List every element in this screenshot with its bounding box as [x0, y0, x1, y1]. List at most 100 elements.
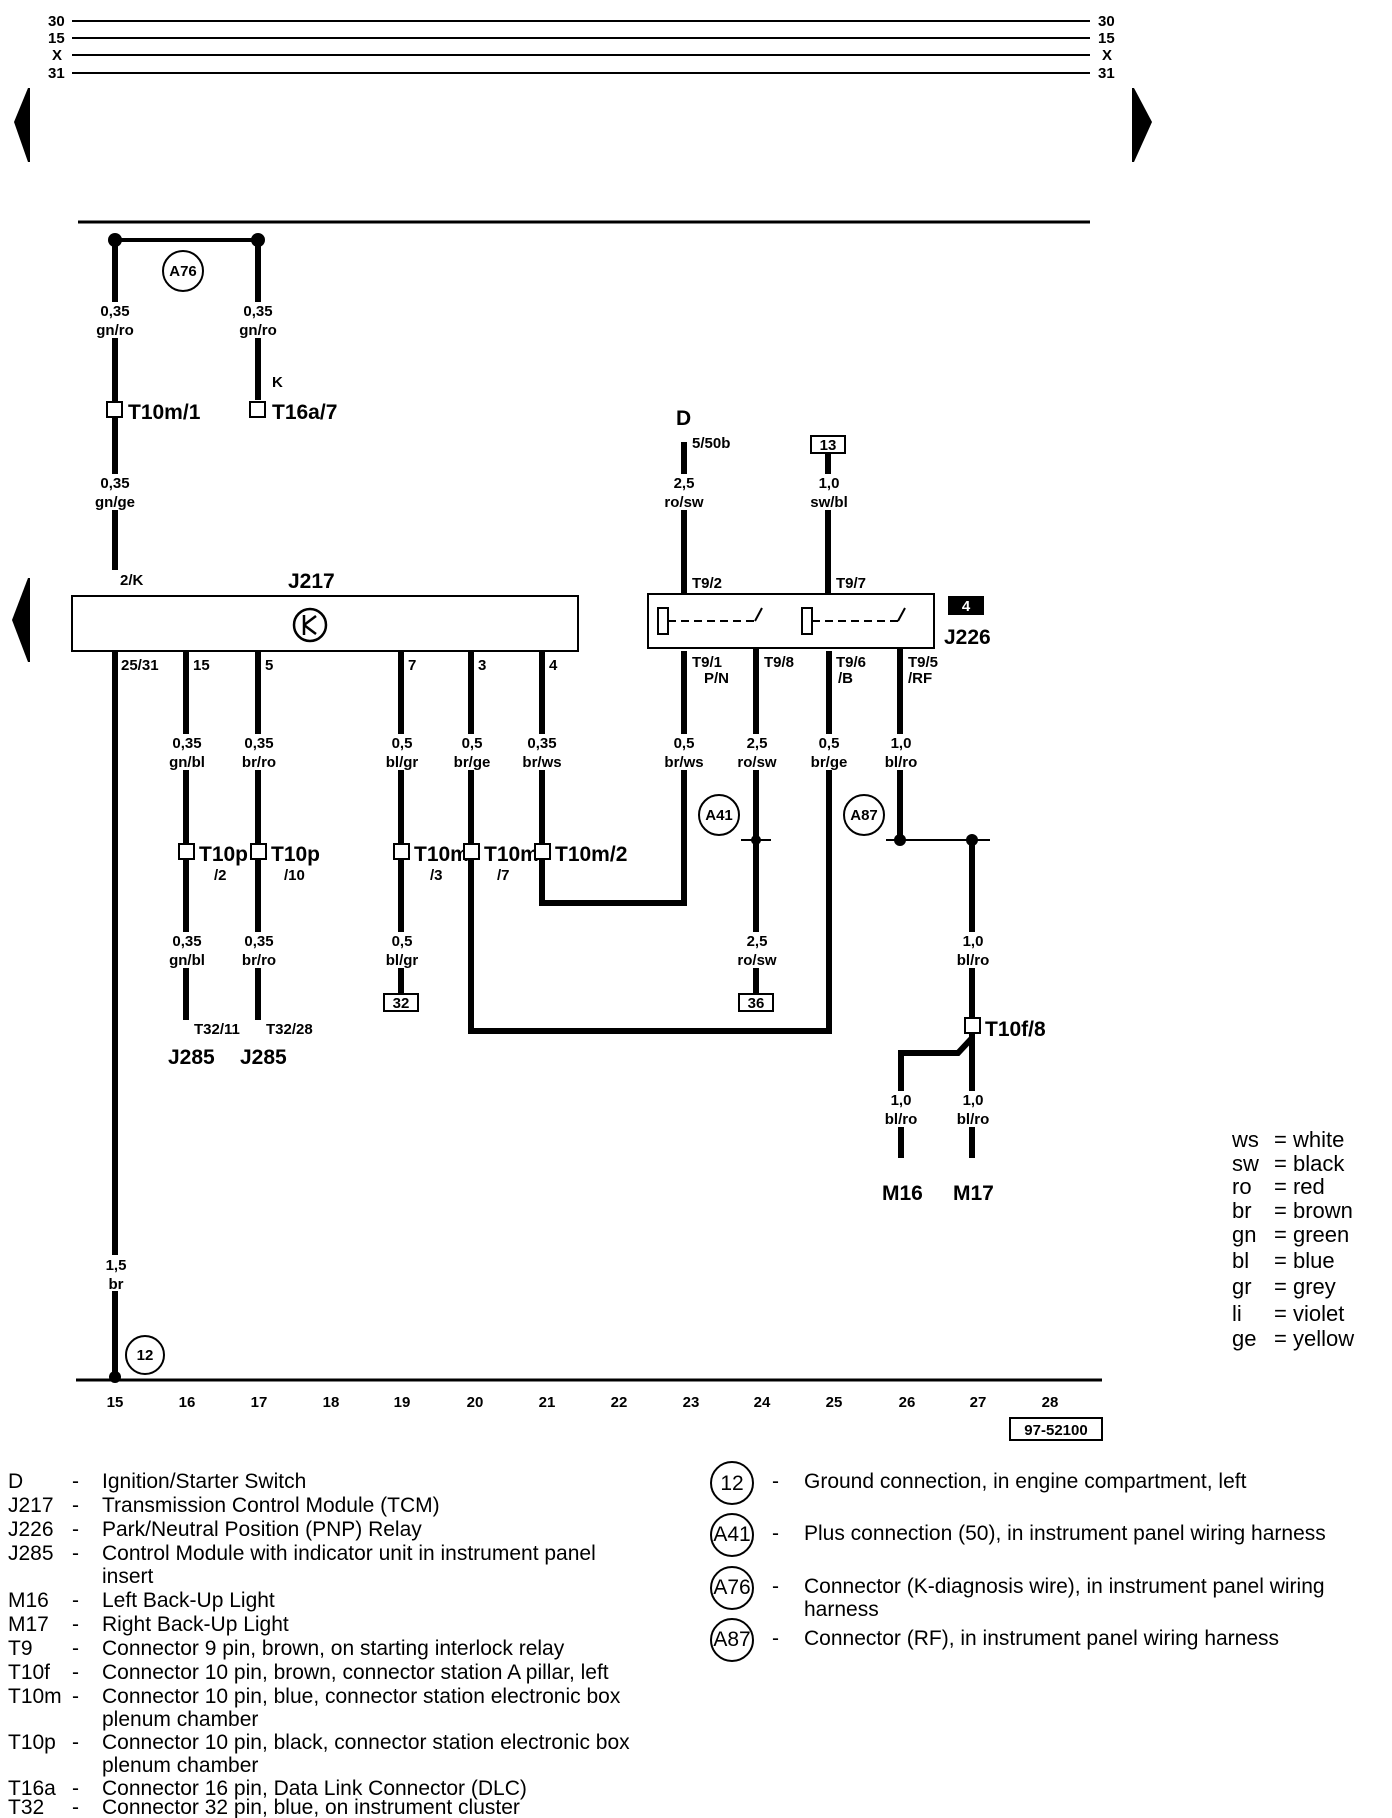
desc-T10p-dash: - [72, 1731, 79, 1754]
desc-J285-text-2: insert [102, 1565, 154, 1588]
pin-T32-28: T32/28 [266, 1021, 313, 1038]
desc-J285-code: J285 [8, 1542, 54, 1565]
next-page-arrow-icon[interactable] [1132, 88, 1152, 162]
grid-15: 15 [107, 1394, 124, 1411]
desc-D-text: Ignition/Starter Switch [102, 1470, 306, 1493]
pin-P-N: P/N [704, 670, 729, 687]
T10m1-label: T10m/1 [128, 401, 201, 424]
w15b-color: gn/bl [169, 952, 205, 969]
legend-bl-name: = blue [1274, 1248, 1335, 1273]
grid-24: 24 [754, 1394, 771, 1411]
grid-footer: 15 16 17 18 19 20 21 22 23 24 25 26 27 2… [76, 1378, 1103, 1441]
continue-left-arrow-icon[interactable] [12, 578, 30, 662]
pin-T9-6: T9/6 [836, 654, 866, 671]
w27b-color: bl/ro [957, 1111, 990, 1128]
pin-B: /B [838, 670, 853, 687]
wgnd-color: br [109, 1276, 124, 1293]
desc-A76-text-2: harness [804, 1598, 879, 1621]
desc-12-code: 12 [720, 1472, 743, 1495]
w1a-color: gn/ro [96, 322, 134, 339]
desc-T10m-code: T10m [8, 1685, 62, 1708]
desc-D-code: D [8, 1470, 23, 1493]
w5b-size: 0,35 [244, 933, 273, 950]
T10p2-label-a: T10p [199, 843, 248, 866]
w27a-size: 1,0 [963, 933, 984, 950]
pin-T9-8: T9/8 [764, 654, 794, 671]
desc-T10f-text: Connector 10 pin, brown, connector stati… [102, 1661, 609, 1684]
legend-gr-name: = grey [1274, 1274, 1336, 1299]
box-32-label: 32 [393, 995, 410, 1012]
w5a-color: br/ro [242, 754, 276, 771]
w13-color: sw/bl [810, 494, 848, 511]
pin-J217-4: 4 [549, 657, 558, 674]
desc-T32-code: T32 [8, 1796, 44, 1818]
wD-color: ro/sw [664, 494, 704, 511]
desc-A41-text: Plus connection (50), in instrument pane… [804, 1522, 1326, 1545]
legend-ws-code: ws [1231, 1127, 1259, 1152]
w7b-color: bl/gr [386, 952, 419, 969]
desc-12-dash: - [772, 1470, 779, 1493]
w3-size: 0,5 [462, 735, 483, 752]
desc-A87-icon [710, 1618, 754, 1662]
bus-label-31-left: 31 [48, 65, 65, 82]
legend-ro-code: ro [1232, 1174, 1252, 1199]
T16a7-label: T16a/7 [272, 401, 337, 424]
w5b-color: br/ro [242, 952, 276, 969]
T10f8-label: T10f/8 [985, 1018, 1046, 1041]
bus-label-x-right: X [1102, 47, 1112, 64]
T10p10-connector-icon [250, 843, 267, 860]
w4-size: 0,35 [527, 735, 556, 752]
wgnd-size: 1,5 [106, 1257, 127, 1274]
desc-M17-dash: - [72, 1613, 79, 1636]
desc-T16a-dash: - [72, 1777, 79, 1800]
pin-T9-2: T9/2 [692, 575, 722, 592]
w5a-size: 0,35 [244, 735, 273, 752]
pin-J217-7: 7 [408, 657, 416, 674]
legend-ge-name: = yellow [1274, 1326, 1354, 1351]
power-bus: 30 15 X 31 30 15 X 31 [48, 13, 1115, 82]
w98b-color: ro/sw [737, 952, 777, 969]
desc-T16a-code: T16a [8, 1777, 56, 1800]
desc-M16-dash: - [72, 1589, 79, 1612]
T10m3-connector-icon [393, 843, 410, 860]
desc-A76-code: A76 [713, 1576, 750, 1599]
ground-12-icon [125, 1335, 165, 1375]
color-legend: ws = white sw = black ro = red br = brow… [1231, 1127, 1354, 1351]
grid-21: 21 [539, 1394, 556, 1411]
grid-17: 17 [251, 1394, 268, 1411]
T10p10-label-b: /10 [284, 867, 305, 884]
w26-size: 1,0 [891, 1092, 912, 1109]
pin-J217-top: 2/K [120, 572, 144, 589]
legend-sw-code: sw [1232, 1151, 1259, 1176]
legend-bl-code: bl [1232, 1248, 1249, 1273]
A41-connection-icon [698, 794, 740, 836]
w1a-size: 0,35 [100, 303, 129, 320]
legend-ws-name: = white [1274, 1127, 1344, 1152]
w96-color: br/ge [811, 754, 848, 771]
pin-J217-25-31: 25/31 [121, 657, 159, 674]
desc-T32-text: Connector 32 pin, blue, on instrument cl… [102, 1796, 520, 1818]
legend-br-code: br [1232, 1198, 1252, 1223]
grid-19: 19 [394, 1394, 411, 1411]
legend-gn-code: gn [1232, 1222, 1256, 1247]
w2-size: 0,35 [243, 303, 272, 320]
desc-T9-text: Connector 9 pin, brown, on starting inte… [102, 1637, 565, 1660]
desc-T10p-code: T10p [8, 1731, 56, 1754]
legend-ge-code: ge [1232, 1326, 1256, 1351]
desc-A87-dash: - [772, 1627, 779, 1650]
T10m3-label-b: /3 [430, 867, 443, 884]
T10m7-connector-icon [463, 843, 480, 860]
desc-A41-icon [710, 1513, 754, 1557]
reference-box [1009, 1417, 1103, 1441]
T10p10-label-a: T10p [271, 843, 320, 866]
w3-color: br/ge [454, 754, 491, 771]
prev-page-arrow-icon[interactable] [14, 88, 30, 162]
box-36-label: 36 [748, 995, 765, 1012]
legend-li-name: = violet [1274, 1301, 1344, 1326]
desc-A87-code: A87 [713, 1628, 750, 1651]
grid-20: 20 [467, 1394, 484, 1411]
desc-A41-code: A41 [713, 1523, 750, 1546]
transistor-icon [292, 607, 328, 643]
component-descriptions: D - Ignition/Starter Switch J217 - Trans… [8, 1470, 630, 1818]
